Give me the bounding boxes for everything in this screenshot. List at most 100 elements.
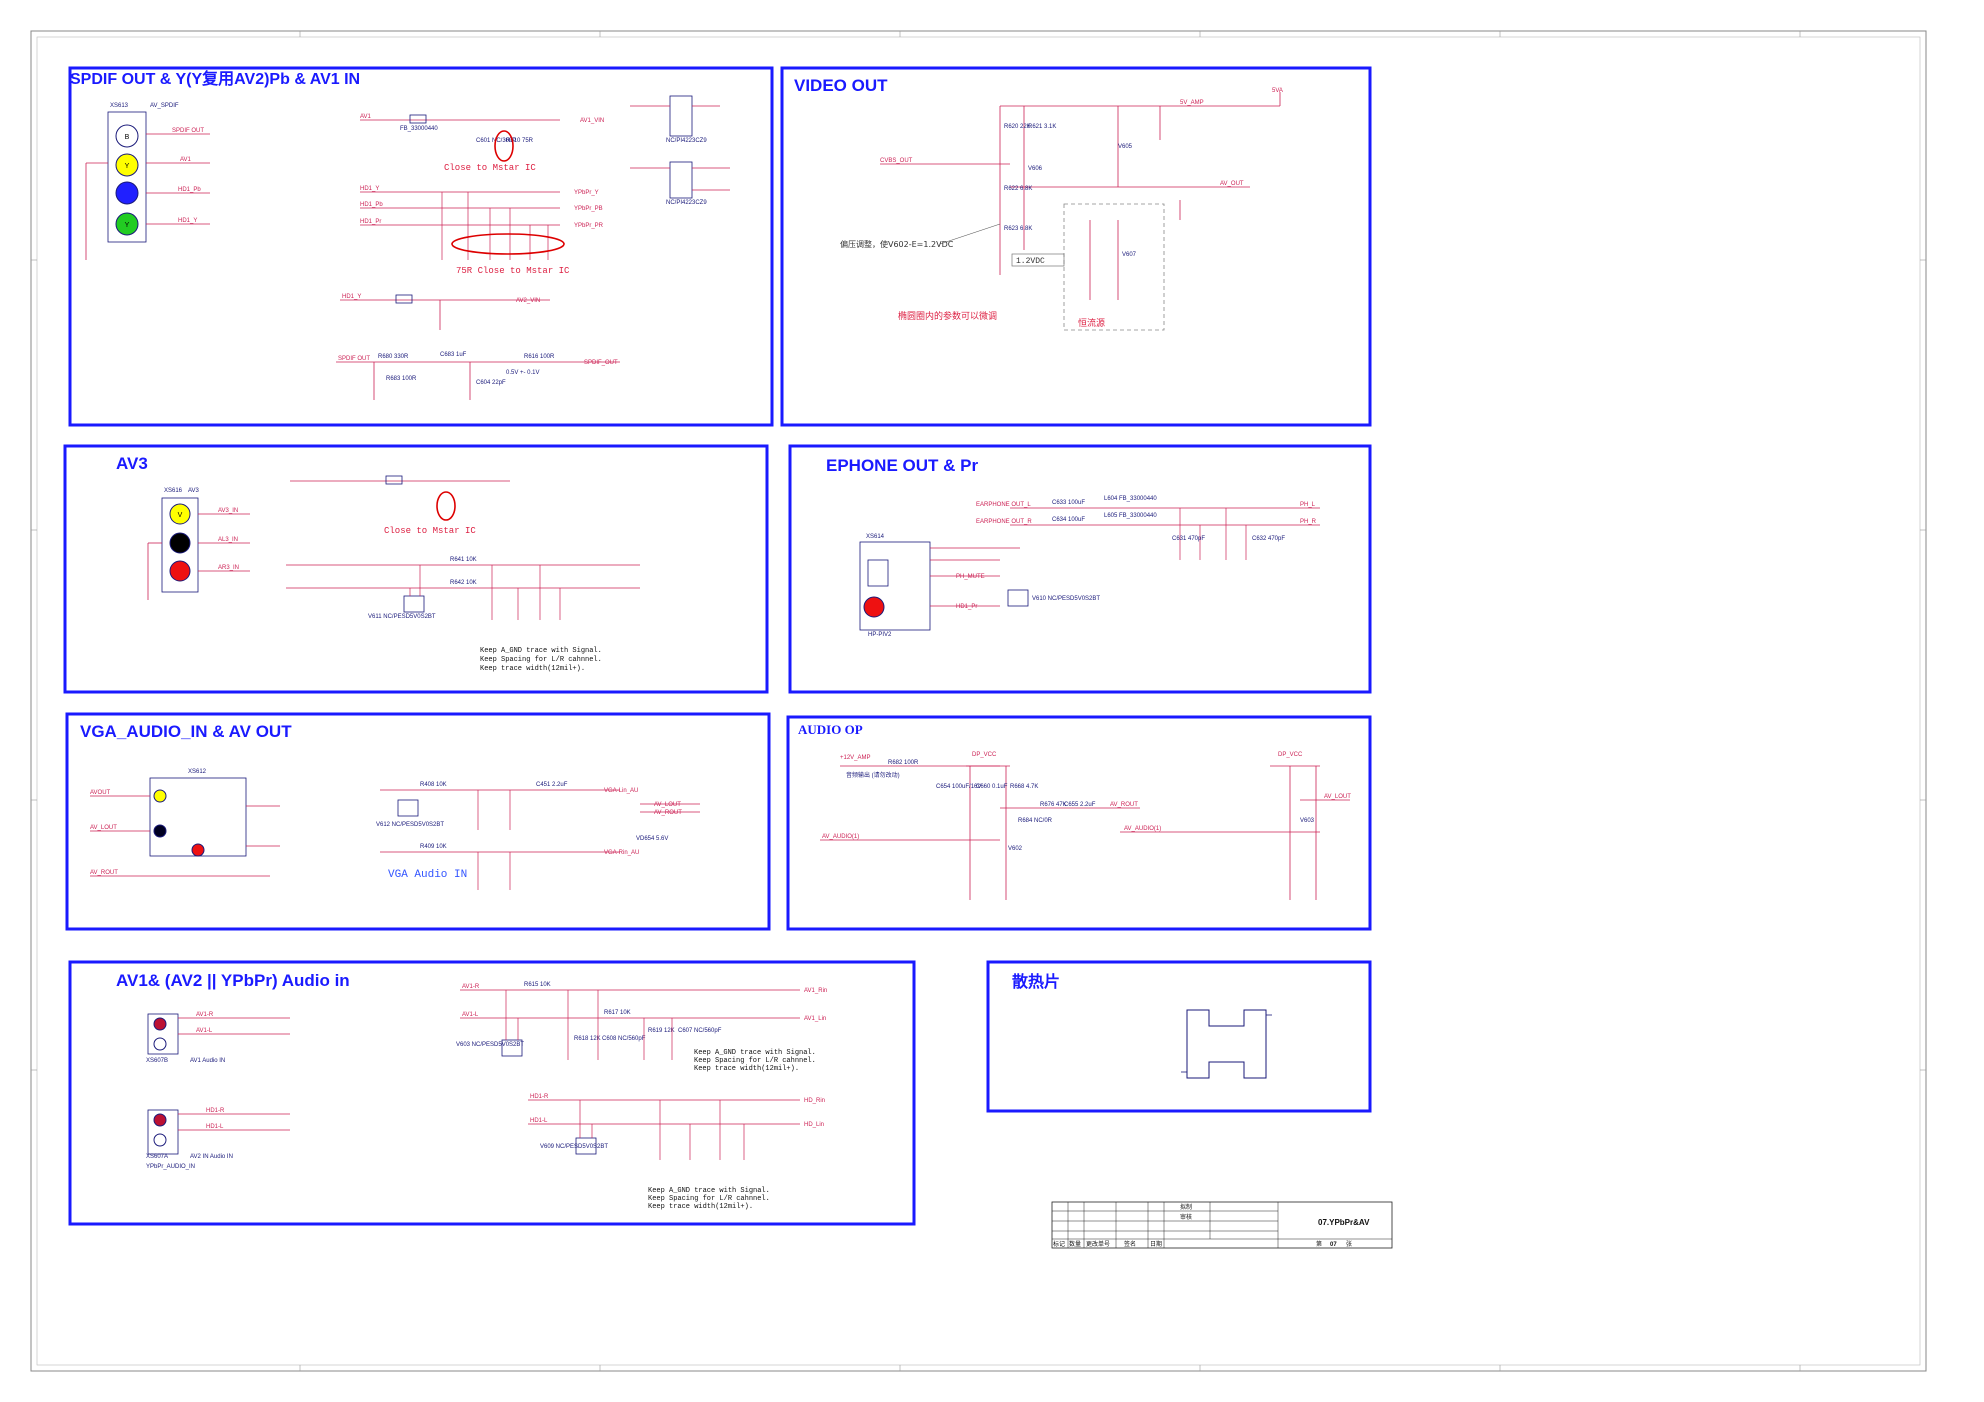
spdif-connector: [107, 111, 147, 243]
vga-conn-name: XS612: [188, 769, 207, 775]
av3-net-ar3: AR3_IN: [218, 565, 239, 571]
av3-jack-red: [169, 560, 191, 582]
av1-audio-title: AV1& (AV2 || YPbPr) Audio in: [116, 971, 350, 990]
current-source-box: [1063, 203, 1165, 331]
ephone-c631: C631 470pF: [1172, 536, 1205, 542]
vga-out-av-rout: AV_ROUT: [654, 810, 682, 816]
audio-op-r676: R676 47K: [1040, 802, 1067, 808]
net-hd1-y-2: HD1_Y: [342, 294, 361, 300]
video-net-av-out: AV_OUT: [1220, 181, 1244, 187]
vga-net-av-lout: AV_LOUT: [90, 825, 117, 831]
av3-keep-2: Keep Spacing for L/R cahnnel.: [480, 656, 602, 664]
video-note-ellipse: 椭圆圈内的参数可以微调: [898, 310, 997, 322]
audio-op-net-av-audio1: AV_AUDIO(1): [822, 834, 859, 840]
tb-col-date: 日期: [1150, 1240, 1162, 1248]
spdif-ic-1: [669, 95, 693, 137]
av1-row-r: AV1-R: [462, 984, 480, 990]
av1-r615: R615 10K: [524, 982, 551, 988]
audio-op-v602: V602: [1008, 846, 1023, 852]
vga-net-avout: AVOUT: [90, 790, 111, 796]
av1-keep-6: Keep trace width(12mil+).: [648, 1203, 753, 1211]
out-ypbpr-pr: YPbPr_PR: [574, 223, 604, 229]
tb-col-mark: 标记: [1053, 1240, 1065, 1248]
net-spdif-out: SPDIF OUT: [172, 128, 204, 134]
av1-c608: C608 NC/560pF: [602, 1036, 646, 1042]
video-note-current-source: 恒流源: [1078, 317, 1105, 329]
av2-net-r: HD1-R: [206, 1108, 225, 1114]
av1-r618: R618 12K: [574, 1036, 601, 1042]
spdif-conn-type: AV_SPDIF: [150, 103, 179, 109]
vga-out-av-lout: AV_LOUT: [654, 802, 681, 808]
video-v607: V607: [1122, 252, 1137, 258]
vga-jack-yellow: [153, 789, 167, 803]
ephone-c634: C634 100uF: [1052, 517, 1085, 523]
spdif-conn-name: XS613: [110, 103, 129, 109]
highlight-ellipse-1: [494, 130, 514, 162]
av3-jack-yellow: [169, 503, 191, 525]
ephone-net-out-l: EARPHONE OUT_L: [976, 502, 1031, 508]
spdif-c683: C683 1uF: [440, 352, 467, 358]
spdif-ic1-label: NC/PI4223CZ9: [666, 138, 707, 144]
spdif-block: SPDIF OUT & Y(Y复用AV2)Pb & AV1 IN XS613 A…: [68, 66, 774, 427]
tb-page-num: 07: [1330, 1242, 1337, 1248]
audio-op-c660: C660 0.1uF: [976, 784, 1008, 790]
audio-op-net-av-lout: AV_LOUT: [1324, 794, 1351, 800]
audio-op-block: AUDIO OP +12V_AMP 音频输出 (请勿改动) DP_VCC AV_…: [786, 715, 1372, 931]
av3-jack-v-label: V: [178, 512, 183, 519]
spdif-inductor: [409, 114, 427, 124]
av3-connector: [161, 497, 199, 593]
av3-keep-3: Keep trace width(12mil+).: [480, 665, 585, 673]
heatsink-block: 散热片: [986, 960, 1372, 1113]
hd-out-lin: HD_Lin: [804, 1122, 824, 1128]
av1-net-l: AV1-L: [196, 1028, 213, 1034]
audio-op-r684: R684 NC/0R: [1018, 818, 1053, 824]
vga-r408: R408 10K: [420, 782, 447, 788]
bias-voltage-box: [1011, 253, 1065, 267]
video-r622: R620 22K: [1004, 124, 1031, 130]
ephone-l604: L604 FB_33000440: [1104, 496, 1157, 502]
video-r624: R623 6.8K: [1004, 226, 1032, 232]
ephone-out-ph-l: PH_L: [1300, 502, 1316, 508]
ephone-c633: C633 100uF: [1052, 500, 1085, 506]
vga-net-av-rout: AV_ROUT: [90, 870, 118, 876]
av3-note1: Close to Mstar IC: [384, 526, 476, 536]
ephone-l605: L605 FB_33000440: [1104, 513, 1157, 519]
vga-audio-block: VGA_AUDIO_IN & AV OUT XS612 AVOUT AV_LOU…: [65, 712, 771, 931]
highlight-ellipse-2: [451, 233, 565, 255]
av3-r642: R642 10K: [450, 580, 477, 586]
av3-r641: R641 10K: [450, 557, 477, 563]
av3-esd: [403, 595, 425, 613]
av1-keep-2: Keep Spacing for L/R cahnnel.: [694, 1057, 816, 1065]
audio-op-net-dpvcc: DP_VCC: [972, 752, 997, 758]
spdif-frame: [68, 66, 774, 427]
av1-audio-block: AV1& (AV2 || YPbPr) Audio in XS607B AV1 …: [68, 960, 916, 1226]
jack-blue: [115, 181, 139, 205]
spdif-note1: Close to Mstar IC: [444, 163, 536, 173]
ephone-frame: [788, 444, 1372, 694]
spdif-ic2-label: NC/PI4223CZ9: [666, 200, 707, 206]
ephone-jack-body: [867, 559, 889, 587]
av1-conn1-name: XS607B: [146, 1058, 168, 1064]
tb-col-qty: 数量: [1069, 1240, 1081, 1248]
spdif-r683: R683 100R: [386, 376, 417, 382]
video-net-5v-amp: 5V_AMP: [1180, 100, 1204, 106]
net-hd1-y: HD1_Y: [178, 218, 197, 224]
vga-out-lin: VGA-Lin_AU: [604, 788, 638, 794]
audio-op-c655: C655 2.2uF: [1064, 802, 1096, 808]
ephone-out-ph-r: PH_R: [1300, 519, 1317, 525]
spdif-r680: R680 330R: [378, 354, 409, 360]
video-note-bias: 偏压调整，使V602-E=1.2VDC: [840, 239, 954, 249]
tb-sheet-title: 07.YPbPr&AV: [1318, 1218, 1370, 1227]
hd-out-rin: HD_Rin: [804, 1098, 825, 1104]
spdif-inductor-2: [395, 294, 413, 304]
jack-green-label: Y: [125, 222, 130, 229]
audio-op-r682: R682 100R: [888, 760, 919, 766]
video-note-1p2v: 1.2VDC: [1016, 257, 1045, 266]
tb-checked: 审核: [1180, 1213, 1192, 1221]
av3-block: AV3 XS616 AV3 V AV3_IN AL3_IN AR3_IN Clo…: [63, 444, 769, 694]
jack-b: [115, 124, 139, 148]
av1-connector-a: [147, 1109, 179, 1155]
spdif-c604: C604 22pF: [476, 380, 506, 386]
av1-sub2: AV2 IN Audio IN: [190, 1154, 233, 1160]
av3-net-av3: AV3_IN: [218, 508, 238, 514]
